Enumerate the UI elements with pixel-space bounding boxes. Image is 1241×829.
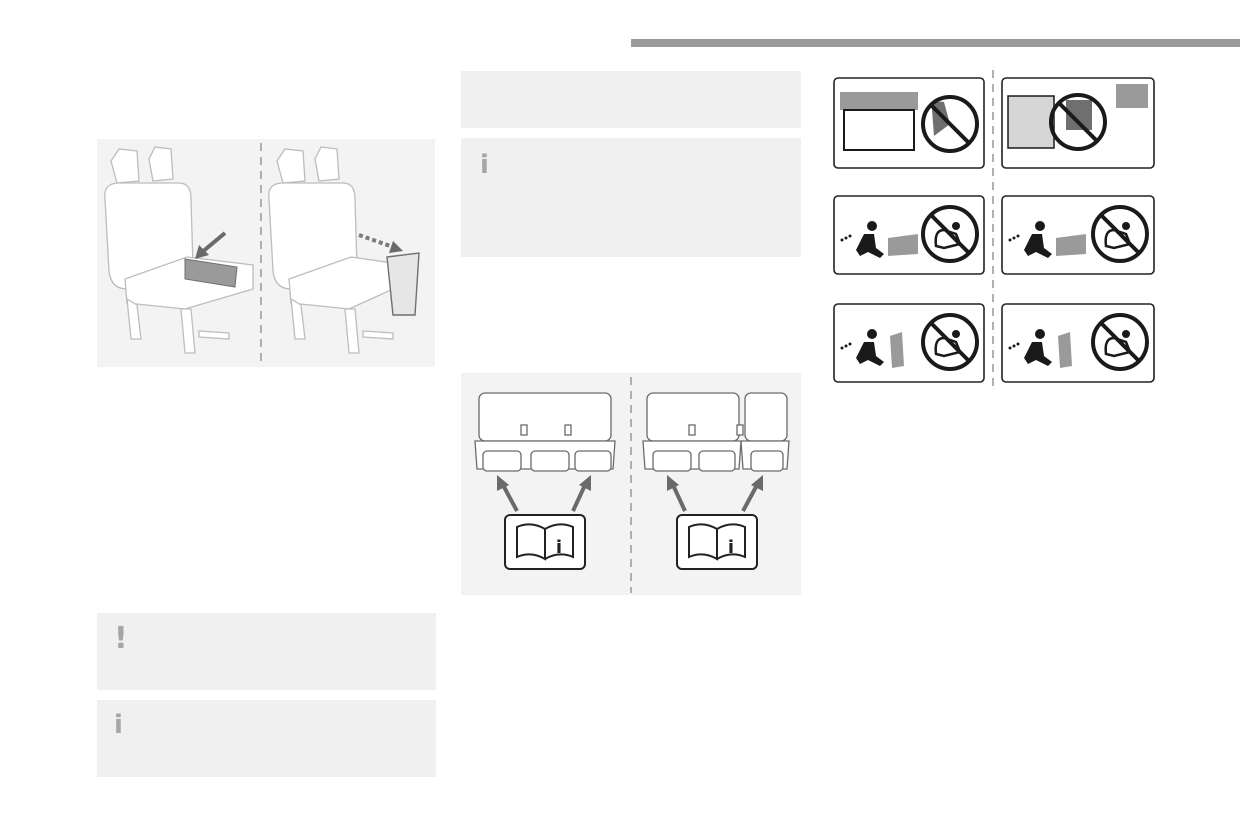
handbook-info-icon: i bbox=[676, 514, 758, 570]
no-rear-facing-seat-icon bbox=[1008, 313, 1149, 371]
info-note-panel-bottom: i bbox=[97, 700, 436, 777]
no-rear-facing-seat-icon bbox=[840, 205, 979, 263]
no-rear-facing-seat-icon bbox=[840, 313, 979, 371]
no-child-seat-on-bench-icon bbox=[840, 92, 979, 153]
child-seat-pictograms bbox=[830, 70, 1160, 390]
note-panel-top-blank bbox=[461, 71, 801, 128]
warning-icon: ! bbox=[114, 621, 128, 656]
child-seat-position-icon bbox=[833, 70, 1155, 390]
no-rear-facing-seat-icon bbox=[1008, 205, 1149, 263]
handbook-info-icon: i bbox=[504, 514, 586, 570]
info-icon: i bbox=[114, 710, 123, 740]
rear-bench-isofix-icon: i i bbox=[474, 377, 790, 593]
rear-seat-armrest-icon bbox=[104, 143, 420, 365]
no-child-seat-facing-table-icon bbox=[1007, 84, 1148, 151]
info-icon: i bbox=[480, 150, 489, 180]
seat-armrest-illustration bbox=[97, 139, 435, 367]
svg-text:i: i bbox=[728, 537, 734, 558]
svg-text:i: i bbox=[556, 537, 562, 558]
warning-note-panel: ! bbox=[97, 613, 436, 690]
rear-bench-isofix-illustration: i i bbox=[461, 373, 801, 595]
info-note-panel-top: i bbox=[461, 138, 801, 257]
section-header-bar bbox=[631, 39, 1240, 47]
